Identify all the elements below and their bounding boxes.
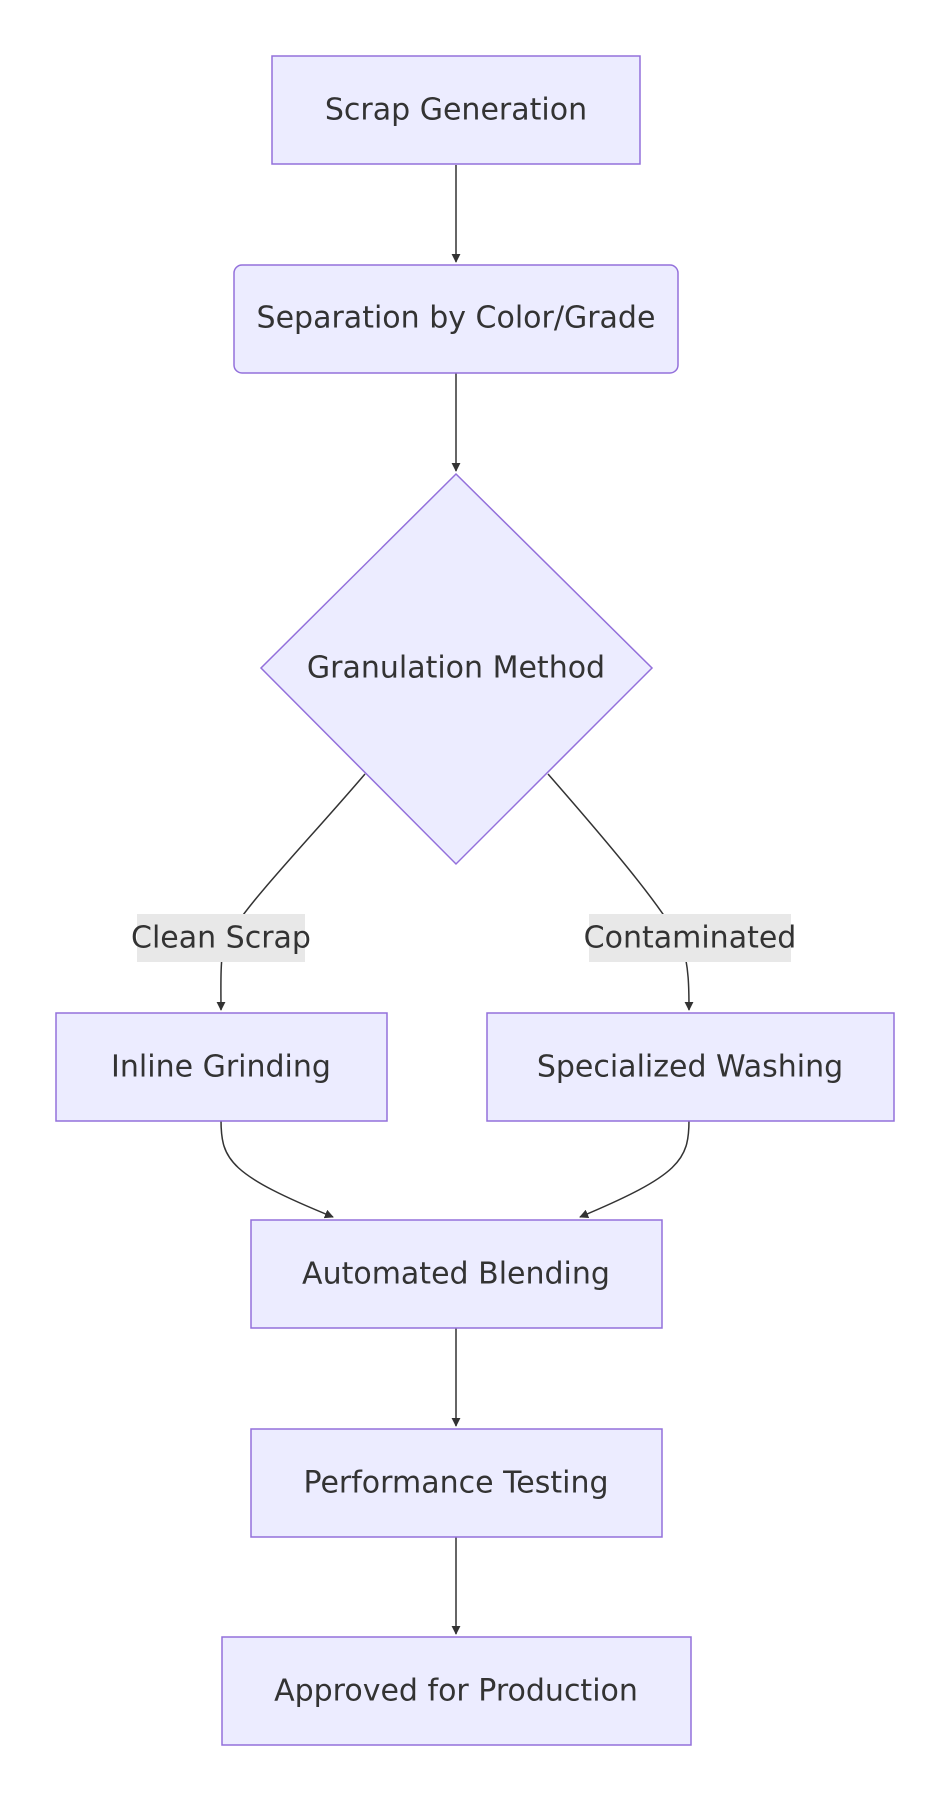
edges [216, 165, 694, 1635]
node-automated-blending-label: Automated Blending [302, 1257, 610, 1292]
node-inline-grinding-label: Inline Grinding [111, 1050, 331, 1085]
node-approved-for-production: Approved for Production [221, 1636, 692, 1746]
node-specialized-washing-label: Specialized Washing [537, 1050, 843, 1085]
node-performance-testing-label: Performance Testing [303, 1466, 608, 1501]
edge-label-clean-scrap: Clean Scrap [131, 914, 311, 962]
edge-granulation-to-grinding [216, 773, 366, 1011]
edge-label-contaminated: Contaminated [584, 914, 797, 962]
node-inline-grinding: Inline Grinding [55, 1012, 388, 1122]
edge-granulation-to-washing [547, 773, 694, 1011]
node-performance-testing: Performance Testing [250, 1428, 663, 1538]
node-scrap-generation: Scrap Generation [271, 55, 641, 165]
node-granulation-method: Granulation Method [259, 472, 654, 866]
node-specialized-washing: Specialized Washing [486, 1012, 895, 1122]
edge-label-clean-scrap-text: Clean Scrap [131, 921, 311, 956]
node-separation: Separation by Color/Grade [233, 264, 679, 374]
node-automated-blending: Automated Blending [250, 1219, 663, 1329]
node-separation-label: Separation by Color/Grade [257, 301, 656, 336]
edge-washing-to-blending [579, 1119, 690, 1219]
node-approved-for-production-label: Approved for Production [274, 1674, 638, 1709]
node-scrap-generation-label: Scrap Generation [325, 93, 587, 128]
edge-grinding-to-blending [220, 1119, 334, 1219]
edge-label-contaminated-text: Contaminated [584, 921, 797, 956]
node-granulation-method-label: Granulation Method [307, 651, 605, 686]
